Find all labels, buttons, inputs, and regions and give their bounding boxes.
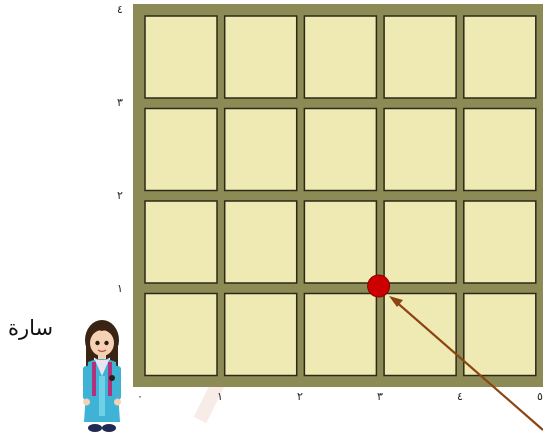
grid-cell <box>464 109 536 191</box>
grid-cell <box>145 201 217 283</box>
girl-figure-icon <box>78 318 126 438</box>
grid-cell <box>384 16 456 98</box>
grid-cell <box>225 201 297 283</box>
y-tick-label: ٣ <box>117 96 123 109</box>
grid-cell <box>384 201 456 283</box>
x-tick-label: ٤ <box>457 390 463 403</box>
y-tick-label: ٤ <box>117 3 123 16</box>
x-tick-label: ١ <box>217 390 223 403</box>
grid-cell <box>464 201 536 283</box>
grid-cell <box>464 294 536 376</box>
grid-cell <box>304 201 376 283</box>
x-tick-label: ٢ <box>297 390 303 403</box>
grid-cell <box>145 294 217 376</box>
person-name: سارة <box>8 316 53 340</box>
y-tick-label: ١ <box>117 282 123 295</box>
grid-cell <box>304 109 376 191</box>
grid-cell <box>384 109 456 191</box>
grid-cell <box>225 294 297 376</box>
grid-cell <box>384 294 456 376</box>
grid-cell <box>145 109 217 191</box>
grid-cell <box>225 109 297 191</box>
x-tick-label: ٥ <box>537 390 543 403</box>
x-tick-label: ٣ <box>377 390 383 403</box>
grid-cell <box>145 16 217 98</box>
grid-cell <box>304 16 376 98</box>
grid-cell <box>225 16 297 98</box>
x-tick-label: ٠ <box>137 390 143 403</box>
grid-cell <box>464 16 536 98</box>
plotted-point <box>368 275 390 297</box>
y-tick-label: ٢ <box>117 189 123 202</box>
grid-cell <box>304 294 376 376</box>
